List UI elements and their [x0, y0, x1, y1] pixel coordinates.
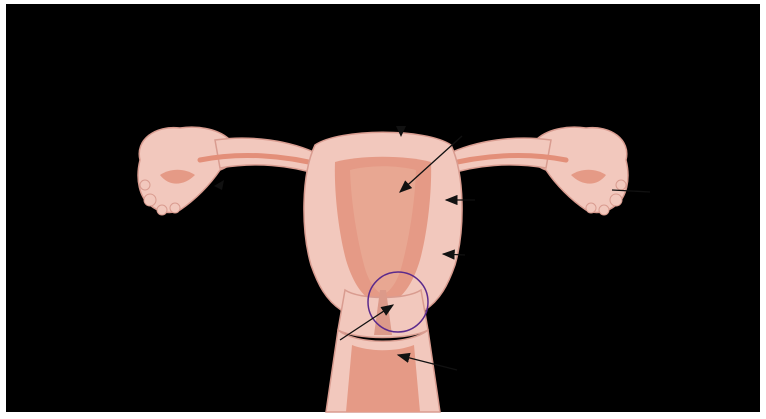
vaginal-canal: [346, 345, 420, 412]
